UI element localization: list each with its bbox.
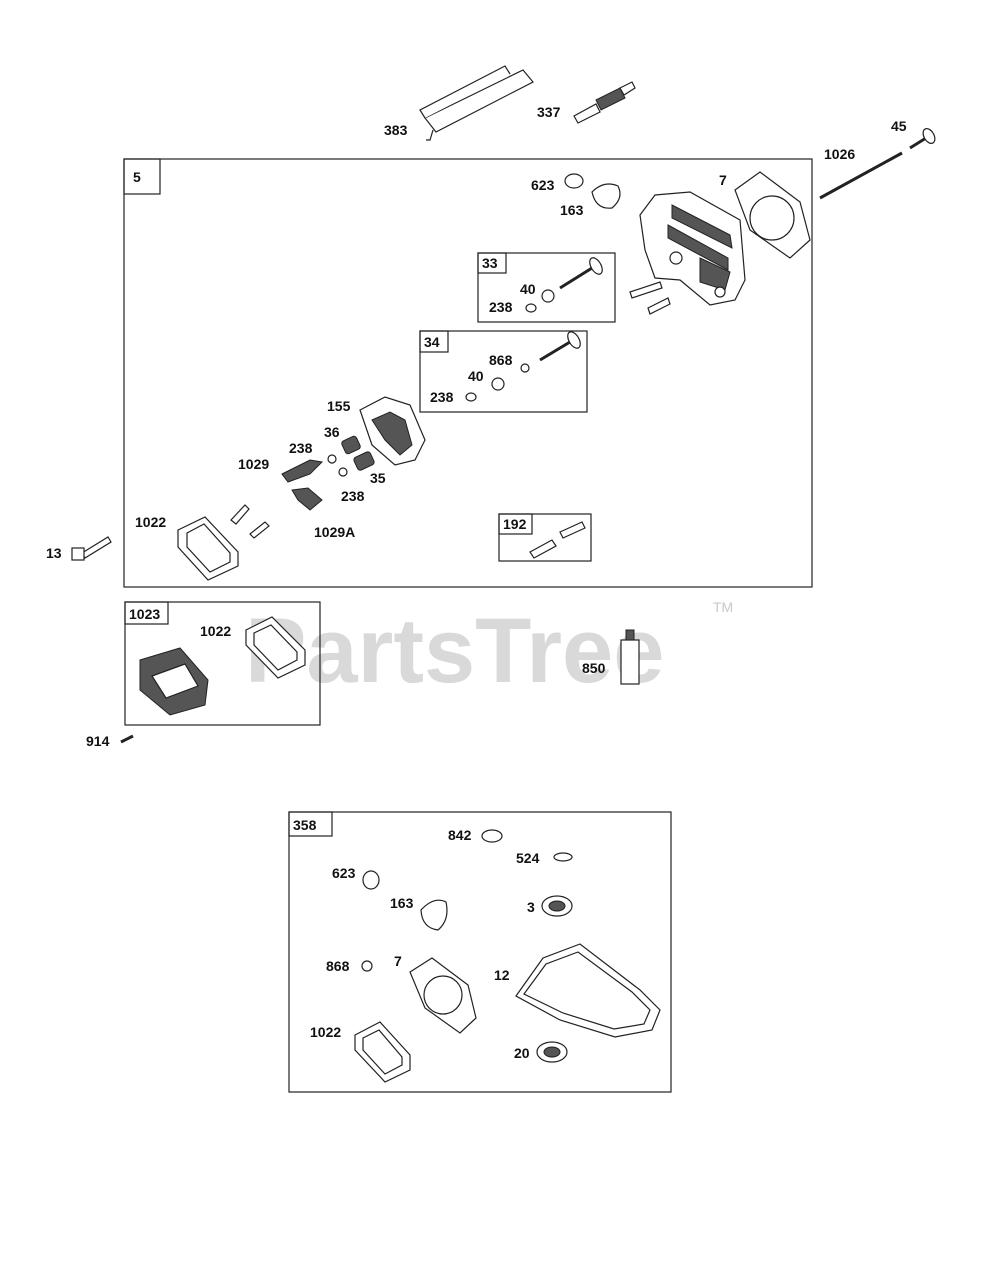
label-914: 914 [86, 733, 110, 749]
head-studs-icon[interactable] [629, 281, 671, 315]
part-850-sealant-tube-icon[interactable] [620, 629, 640, 685]
part-40-seal-icon[interactable] [541, 289, 555, 303]
label-1029: 1029 [238, 456, 269, 472]
label-238d: 238 [341, 488, 365, 504]
part-868-cap-icon[interactable] [520, 363, 530, 373]
group-358-box [288, 811, 672, 1093]
label-1026: 1026 [824, 146, 855, 162]
label-383: 383 [384, 122, 408, 138]
part-192-stud-icon[interactable] [529, 521, 586, 559]
group-5-tag: 5 [133, 169, 141, 185]
part-163b-gasket-icon[interactable] [420, 899, 448, 931]
group-33-tag: 33 [482, 255, 498, 271]
part-40b-seal-icon[interactable] [491, 377, 505, 391]
part-238c-retainer-icon[interactable] [327, 454, 337, 464]
label-163: 163 [560, 202, 584, 218]
group-358-tag: 358 [293, 817, 317, 833]
label-842: 842 [448, 827, 472, 843]
part-35-spring-icon[interactable] [353, 451, 375, 471]
part-20-oil-seal-icon[interactable] [536, 1041, 568, 1063]
part-13-bolt-icon[interactable] [71, 536, 112, 561]
part-1029-rocker-arm-icon[interactable] [281, 459, 324, 483]
label-40b: 40 [468, 368, 484, 384]
label-238c: 238 [289, 440, 313, 456]
label-524: 524 [516, 850, 540, 866]
part-34-valve-icon[interactable] [539, 330, 583, 362]
group-1023-tag: 1023 [129, 606, 160, 622]
label-1022b: 1022 [200, 623, 231, 639]
label-20: 20 [514, 1045, 530, 1061]
label-36: 36 [324, 424, 340, 440]
cylinder-head-icon[interactable] [639, 191, 746, 306]
group-33-tag-box [477, 252, 507, 274]
group-5-tag-box [123, 158, 161, 195]
label-623b: 623 [332, 865, 356, 881]
label-45: 45 [891, 118, 907, 134]
part-238b-retainer-icon[interactable] [465, 392, 477, 402]
group-1023-box [124, 601, 321, 726]
label-337: 337 [537, 104, 561, 120]
part-1022-cover-gasket-icon[interactable] [177, 516, 239, 581]
group-192-tag-box [498, 513, 533, 535]
part-1022c-gasket-icon[interactable] [354, 1021, 411, 1083]
label-238b: 238 [430, 389, 454, 405]
watermark-tm: TM [713, 599, 733, 615]
watermark-text: PartsTree [245, 600, 664, 702]
group-1023-tag-box [124, 601, 169, 625]
label-40a: 40 [520, 281, 536, 297]
part-33-valve-icon[interactable] [559, 256, 605, 290]
label-1022c: 1022 [310, 1024, 341, 1040]
label-12: 12 [494, 967, 510, 983]
part-45-valve-icon[interactable] [909, 127, 937, 150]
part-155-rocker-cover-icon[interactable] [359, 396, 426, 466]
label-868: 868 [489, 352, 513, 368]
part-163-gasket-icon[interactable] [591, 183, 621, 209]
group-34-box [419, 330, 588, 413]
part-12-crankcase-gasket-icon[interactable] [515, 943, 661, 1038]
group-192-box [498, 513, 592, 562]
part-868b-cap-icon[interactable] [361, 960, 373, 972]
group-34-tag-box [419, 330, 449, 353]
part-1029A-rocker-arm-icon[interactable] [291, 487, 323, 511]
part-842-seal-icon[interactable] [481, 829, 503, 843]
part-1023-valve-cover-icon[interactable] [139, 647, 209, 716]
group-358-tag-box [288, 811, 333, 837]
part-36-spring-icon[interactable] [341, 435, 361, 455]
group-34-tag: 34 [424, 334, 440, 350]
part-238d-retainer-icon[interactable] [338, 467, 348, 477]
rocker-studs-icon[interactable] [230, 504, 270, 539]
part-1022b-gasket-icon[interactable] [245, 616, 306, 679]
label-1022: 1022 [135, 514, 166, 530]
part-524-seal-icon[interactable] [553, 852, 573, 862]
part-337-spark-plug-icon[interactable] [573, 81, 636, 124]
label-850: 850 [582, 660, 606, 676]
part-914-screw-icon[interactable] [120, 734, 134, 744]
part-623-oring-icon[interactable] [564, 173, 584, 189]
part-1026-pushrod-icon[interactable] [819, 151, 903, 200]
group-33-box [477, 252, 616, 323]
group-192-tag: 192 [503, 516, 527, 532]
label-35: 35 [370, 470, 386, 486]
group-5-box [123, 158, 813, 588]
label-868b: 868 [326, 958, 350, 974]
part-7-head-gasket-icon[interactable] [734, 171, 811, 259]
label-7: 7 [719, 172, 727, 188]
label-623: 623 [531, 177, 555, 193]
part-3-oil-seal-icon[interactable] [541, 895, 573, 917]
label-155: 155 [327, 398, 351, 414]
part-238-retainer-icon[interactable] [525, 303, 537, 313]
part-623b-oring-icon[interactable] [362, 870, 380, 890]
label-1029A: 1029A [314, 524, 355, 540]
part-383-tool-icon[interactable] [419, 65, 534, 141]
label-163b: 163 [390, 895, 414, 911]
label-13: 13 [46, 545, 62, 561]
label-238a: 238 [489, 299, 513, 315]
part-7b-head-gasket-icon[interactable] [409, 957, 477, 1034]
label-7b: 7 [394, 953, 402, 969]
label-3: 3 [527, 899, 535, 915]
